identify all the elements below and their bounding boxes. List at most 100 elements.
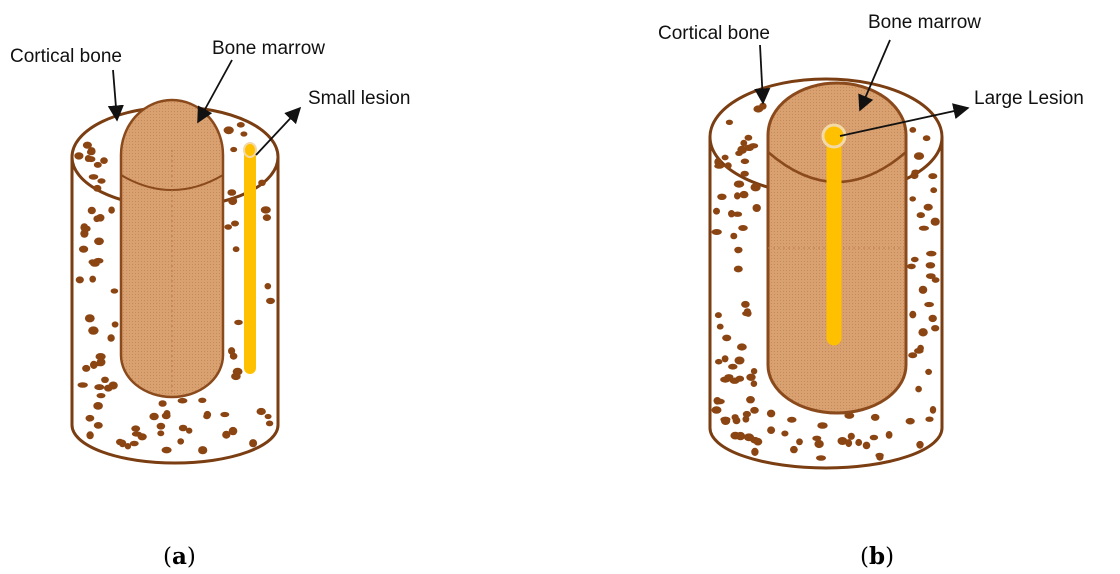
bone-dot bbox=[909, 196, 916, 201]
bone-dot bbox=[227, 189, 236, 196]
bone-dot bbox=[97, 178, 105, 183]
bone-dot bbox=[149, 413, 158, 420]
bone-dot bbox=[725, 162, 732, 169]
bone-dot bbox=[734, 181, 744, 188]
bone-dot bbox=[751, 183, 761, 191]
bone-dot bbox=[78, 382, 88, 388]
bone-dot bbox=[85, 314, 95, 322]
bone-dot bbox=[74, 152, 83, 159]
bone-dot bbox=[745, 135, 753, 141]
bone-dot bbox=[159, 400, 167, 407]
bone-dot bbox=[812, 436, 821, 441]
bone-dot bbox=[734, 266, 743, 273]
bone-dot bbox=[97, 393, 106, 398]
bone-dot bbox=[817, 422, 827, 429]
bone-dot bbox=[925, 417, 933, 422]
bone-dot bbox=[722, 335, 731, 342]
bone-dot bbox=[86, 431, 93, 439]
bone-dot bbox=[94, 162, 102, 168]
bone-dot bbox=[712, 406, 722, 414]
bone-dot bbox=[917, 212, 925, 218]
bone-dot bbox=[926, 273, 936, 279]
bone-dot bbox=[730, 233, 737, 240]
bone-dot bbox=[86, 416, 93, 421]
bone-dot bbox=[228, 347, 235, 355]
small-lesion-a bbox=[244, 143, 256, 368]
bone-dot bbox=[737, 343, 747, 350]
bone-dot bbox=[915, 386, 922, 393]
bone-dot bbox=[746, 396, 755, 403]
bone-dot bbox=[924, 302, 934, 307]
bone-dot bbox=[80, 223, 88, 231]
bone-dot bbox=[845, 439, 852, 447]
bone-dot bbox=[79, 246, 88, 253]
bone-dot bbox=[261, 206, 271, 213]
bone-dot bbox=[162, 447, 172, 454]
bone-dot bbox=[90, 361, 98, 369]
bone-dot bbox=[109, 382, 118, 390]
bone-dot bbox=[751, 368, 757, 374]
bone-dot bbox=[734, 247, 742, 253]
bone-dot bbox=[722, 155, 729, 161]
bone-dot bbox=[198, 398, 206, 403]
bone-dot bbox=[738, 225, 748, 231]
bone-dot bbox=[116, 439, 124, 445]
bone-dot bbox=[919, 286, 928, 294]
bone-dot bbox=[717, 324, 724, 330]
bone-dot bbox=[931, 325, 939, 331]
bone-dot bbox=[741, 301, 750, 308]
bone-dot bbox=[224, 224, 232, 230]
bone-dot bbox=[265, 283, 272, 289]
caption-a: (a) bbox=[163, 543, 196, 570]
bone-dot bbox=[751, 380, 758, 387]
bone-dot bbox=[916, 441, 923, 449]
bone-dot bbox=[94, 422, 103, 429]
bone-dot bbox=[111, 288, 119, 293]
bone-dot bbox=[89, 259, 97, 264]
bone-dot bbox=[157, 430, 164, 436]
bone-dot bbox=[228, 197, 237, 205]
bone-dot bbox=[93, 402, 103, 410]
bone-dot bbox=[220, 412, 229, 417]
label-bone-marrow-a: Bone marrow bbox=[212, 38, 325, 59]
bone-dot bbox=[914, 152, 924, 160]
label-cortical-bone-b: Cortical bone bbox=[658, 23, 770, 44]
bone-dot bbox=[266, 298, 275, 304]
bone-dot bbox=[930, 187, 937, 193]
bone-dot bbox=[751, 448, 758, 456]
bone-dot bbox=[781, 431, 788, 437]
panel-b: Cortical bone Bone marrow Large Lesion (… bbox=[658, 12, 1084, 570]
bone-dot bbox=[746, 374, 755, 381]
bone-dot bbox=[736, 432, 745, 440]
bone-dot bbox=[112, 321, 119, 327]
bone-dot bbox=[740, 191, 749, 198]
panel-a: Cortical bone Bone marrow Small lesion (… bbox=[10, 38, 410, 570]
bone-dot bbox=[909, 127, 916, 133]
bone-dot bbox=[910, 172, 918, 179]
bone-dot bbox=[94, 384, 104, 390]
bone-dot bbox=[713, 208, 720, 215]
bone-dot bbox=[741, 159, 749, 165]
bone-dot bbox=[926, 251, 936, 257]
bone-dot bbox=[94, 238, 104, 246]
bone-marrow-core-a bbox=[121, 100, 223, 397]
bone-dot bbox=[157, 423, 166, 430]
bone-dot bbox=[76, 276, 84, 283]
arrow-cortical-a bbox=[113, 70, 117, 120]
bone-dot bbox=[790, 446, 798, 453]
bone-dot bbox=[745, 310, 752, 317]
bone-dot bbox=[224, 126, 234, 134]
bone-dot bbox=[925, 369, 932, 375]
bone-dot bbox=[924, 204, 933, 211]
bone-dot bbox=[230, 147, 237, 152]
bone-dot bbox=[203, 414, 210, 420]
bone-dot bbox=[720, 417, 730, 423]
bone-dot bbox=[231, 221, 239, 227]
bone-dot bbox=[871, 414, 880, 421]
bone-dot bbox=[919, 226, 929, 231]
bone-dot bbox=[164, 410, 171, 417]
bone-dot bbox=[759, 103, 766, 110]
bone-dot bbox=[178, 398, 188, 404]
label-bone-marrow-b: Bone marrow bbox=[868, 12, 981, 33]
